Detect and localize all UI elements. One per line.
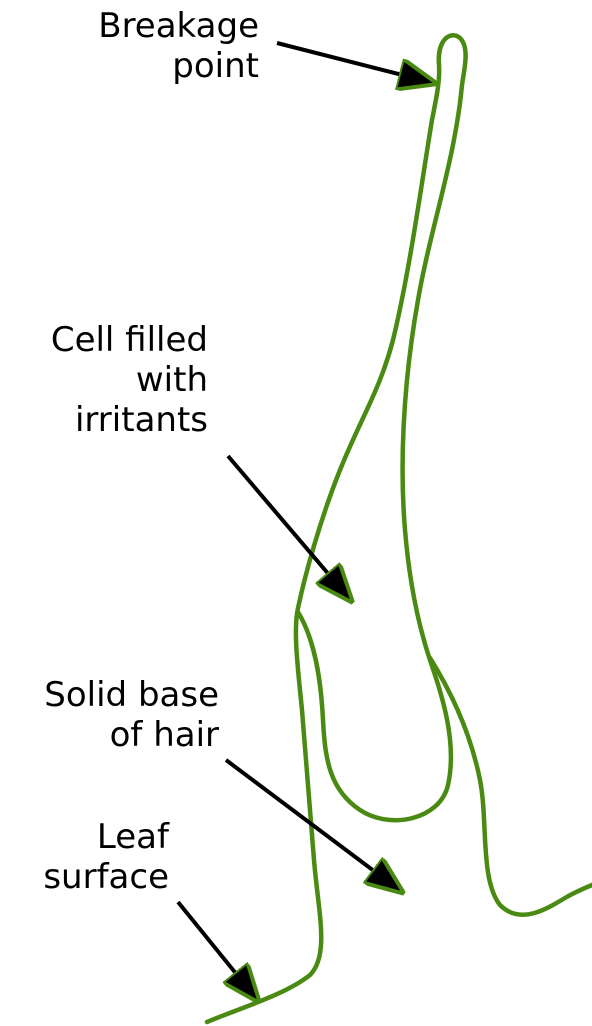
label-breakage-line-2: point [98,46,259,86]
label-cell-line-3: irritants [51,400,208,440]
hair-outline [207,35,466,1022]
label-leaf-line-1: Leaf [43,817,169,857]
arrow-breakage-point [277,43,430,82]
label-leaf-surface: Leaf surface [43,817,169,897]
label-breakage-point: Breakage point [98,6,259,86]
label-leaf-line-2: surface [43,857,169,897]
label-solid-base: Solid base of hair [44,675,219,755]
label-cell-line-2: with [51,360,208,400]
label-cell-filled-irritants: Cell filled with irritants [51,320,208,440]
arrow-cell-irritants [228,456,348,597]
hair-base-right [430,658,592,915]
label-cell-line-1: Cell filled [51,320,208,360]
label-breakage-line-1: Breakage [98,6,259,46]
label-base-line-1: Solid base [44,675,219,715]
arrow-solid-base [226,760,398,889]
label-base-line-2: of hair [44,715,219,755]
arrow-leaf-surface [178,902,255,997]
